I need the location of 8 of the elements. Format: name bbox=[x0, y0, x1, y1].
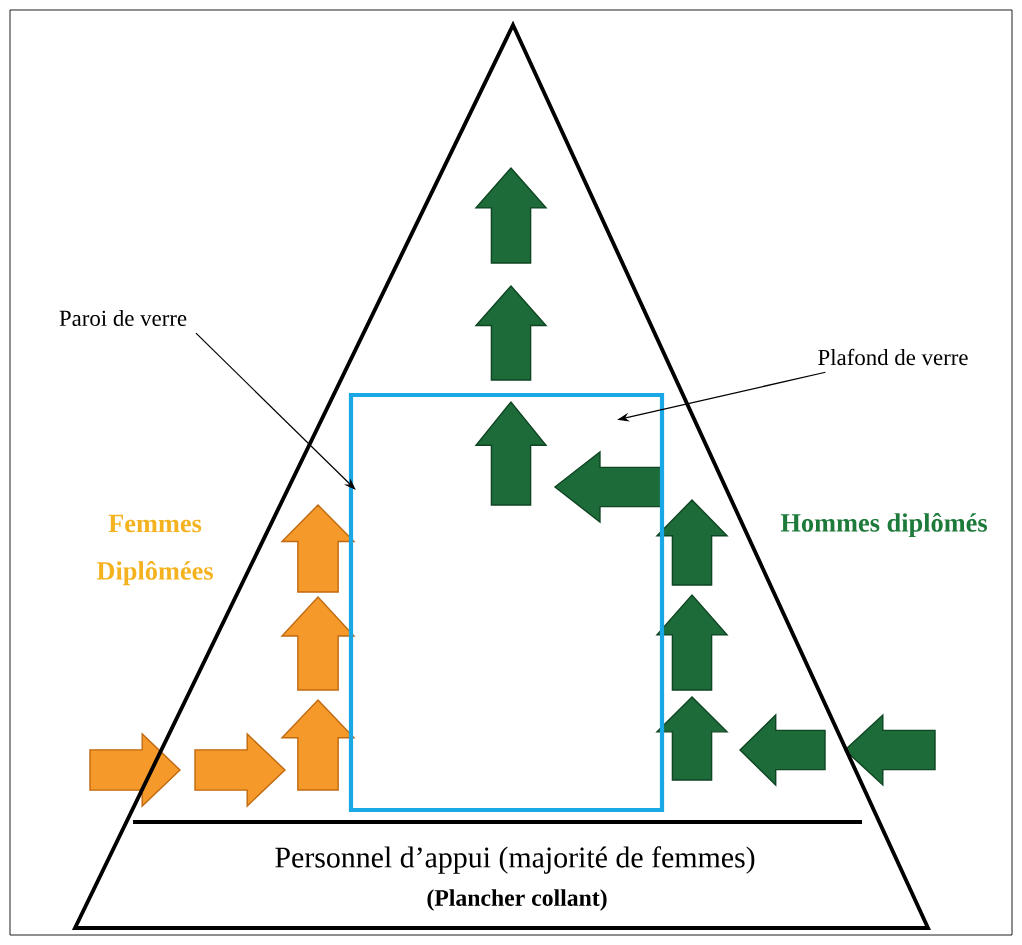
text-label: Personnel d’appui (majorité de femmes) bbox=[275, 846, 755, 874]
callout-text: Plafond de verre bbox=[818, 348, 968, 366]
callout-text: Paroi de verre bbox=[59, 309, 187, 327]
group-label: Hommes diplômés bbox=[780, 512, 987, 538]
glass-box bbox=[348, 392, 665, 813]
leader-line bbox=[195, 332, 356, 490]
group-label: Femmes Diplômées bbox=[96, 514, 213, 586]
text-label: (Plancher collant) bbox=[427, 889, 607, 911]
